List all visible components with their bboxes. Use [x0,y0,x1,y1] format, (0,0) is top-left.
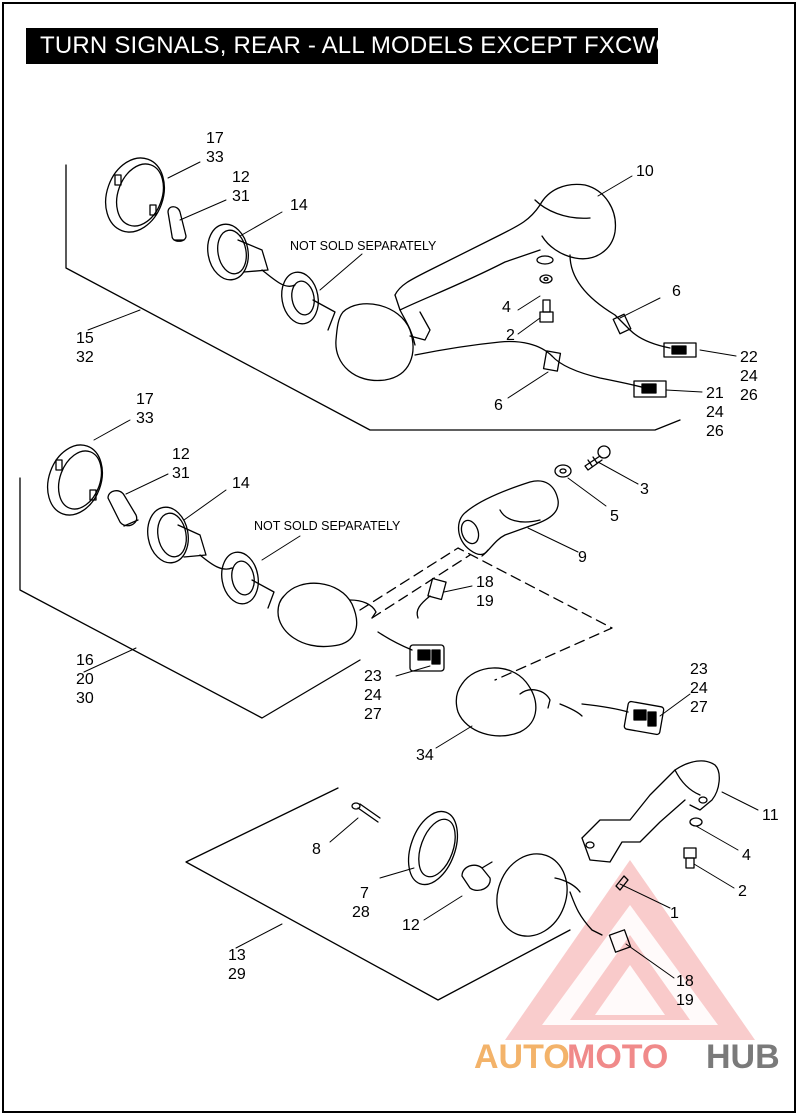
callout-17-top: 17 [206,130,224,147]
callout-23-right: 23 [690,661,708,678]
callout-2-bottom: 2 [738,883,747,900]
wire-harness-top-right [569,254,697,358]
grommet-not-sold-top [281,271,336,331]
callout-27-right: 27 [690,699,708,716]
watermark-text: AUTO MOTO HUB [474,1038,780,1076]
watermark-auto: AUTO [474,1038,570,1076]
connector-18-bottom [608,929,632,953]
bulb-12-bottom [461,861,493,892]
callout-24-d: 24 [690,680,708,697]
bracket-9 [457,480,559,557]
connector-23-right [581,700,665,736]
callout-22: 22 [740,349,758,366]
dashed-assembly-lines [359,547,613,681]
group1-bracket-lines [65,164,681,431]
watermark-moto: MOTO [567,1038,668,1076]
lamp-housing-bottom [496,853,603,937]
callout-18-mid: 18 [476,574,494,591]
socket-14-mid [147,506,233,570]
callout-4-bottom: 4 [742,847,751,864]
callout-33-top: 33 [206,149,224,166]
diagram-title: TURN SIGNALS, REAR - ALL MODELS EXCEPT F… [26,28,658,64]
socket-14-top [207,223,296,287]
callout-17-mid: 17 [136,391,154,408]
callout-16: 16 [76,652,94,669]
callout-31-mid: 31 [172,465,190,482]
grommet-not-sold-mid [221,551,275,609]
note-not-sold-top: NOT SOLD SEPARATELY [290,239,437,253]
callout-30: 30 [76,690,94,707]
lens-ring-17-mid [46,444,104,516]
callout-15: 15 [76,330,94,347]
callout-11: 11 [762,807,779,824]
callout-24-a: 24 [740,368,758,385]
callout-3: 3 [640,481,649,498]
lamp-housing-mid [277,582,377,648]
callout-26-b: 26 [706,423,724,440]
callout-20: 20 [76,671,94,688]
callout-34: 34 [416,747,434,764]
connector-23-mid [377,631,445,672]
lamp-housing-top-left [335,303,553,382]
trim-ring-7 [407,810,459,886]
bracket-10 [394,183,617,341]
callout-28: 28 [352,904,370,921]
callout-24-c: 24 [364,687,382,704]
washer-4-bottom [689,817,703,827]
callout-4-top: 4 [502,299,511,316]
callout-31-top: 31 [232,188,250,205]
connector-18-mid [416,577,447,619]
group3-bracket-lines [185,787,571,1001]
note-not-sold-mid: NOT SOLD SEPARATELY [254,519,401,533]
callout-2-top: 2 [506,327,515,344]
callout-6-top: 6 [672,283,681,300]
screw-8 [351,802,381,823]
callout-13: 13 [228,947,246,964]
callout-14-mid: 14 [232,475,250,492]
callout-27-mid: 27 [364,706,382,723]
callout-12-bottom: 12 [402,917,420,934]
callout-9: 9 [578,549,587,566]
callout-19-bottom: 19 [676,992,694,1009]
watermark-triangle-logo [505,860,755,1040]
callout-1: 1 [670,905,679,922]
lens-ring-17-top [105,157,165,233]
callout-7: 7 [360,885,369,902]
callout-6-mid: 6 [494,397,503,414]
callout-labels: 17 33 12 31 14 NOT SOLD SEPARATELY 10 6 … [76,130,779,1009]
washer-5 [554,464,572,478]
callout-23-mid: 23 [364,668,382,685]
bracket-11 [581,760,720,863]
callout-33-mid: 33 [136,410,154,427]
callout-12-mid: 12 [172,446,190,463]
bulb-12-mid [107,490,139,527]
callout-10: 10 [636,163,654,180]
wire-harness-top-bottom [542,350,667,398]
washer-4-top [539,274,553,284]
callout-12-top: 12 [232,169,250,186]
callout-18-bottom: 18 [676,973,694,990]
callout-21: 21 [706,385,724,402]
group2-bracket-lines [19,477,361,719]
leader-lines [83,161,759,979]
callout-14-top: 14 [290,197,308,214]
callout-5: 5 [610,508,619,525]
bolt-2-bottom [683,847,697,869]
bolt-2-top [539,299,554,323]
watermark-hub: HUB [706,1038,780,1076]
callout-32: 32 [76,349,94,366]
screw-1 [615,875,629,891]
bulb-12-top [167,206,187,242]
callout-19-mid: 19 [476,593,494,610]
callout-26-a: 26 [740,387,758,404]
lamp-housing-34 [455,667,583,737]
screw-3 [584,445,611,471]
callout-8: 8 [312,841,321,858]
callout-24-b: 24 [706,404,724,421]
callout-29: 29 [228,966,246,983]
